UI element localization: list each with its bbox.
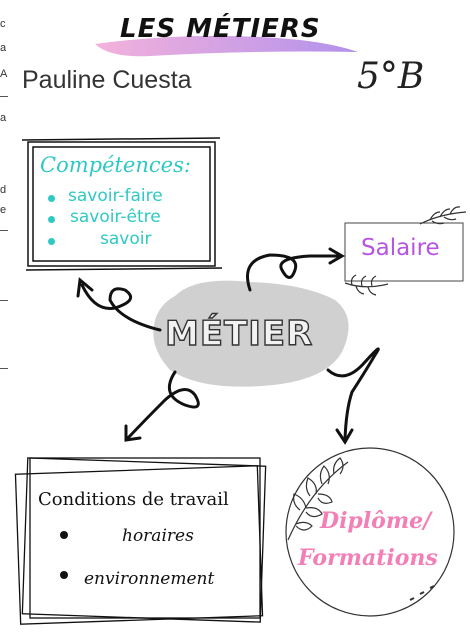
author-name: Pauline Cuesta [22, 66, 192, 94]
margin-rule [0, 96, 8, 97]
margin-rule [0, 368, 8, 369]
class-label: 5°B [357, 56, 425, 97]
skill-item: savoir-faire [68, 186, 163, 206]
margin-fragment: c [0, 18, 6, 30]
diploma-label-line1: Diplôme/ [320, 508, 432, 534]
bullet [60, 571, 68, 579]
diploma-label-line2: Formations [298, 545, 438, 571]
center-blob [153, 280, 349, 387]
skills-title: Compétences: [40, 153, 191, 177]
bullet [60, 531, 68, 539]
margin-rule [0, 230, 8, 231]
bullet [48, 216, 55, 223]
skill-item: savoir [100, 229, 152, 249]
margin-fragment: d [0, 184, 7, 196]
center-label: MÉTIER [164, 313, 314, 354]
laurel-branch-icon [344, 206, 467, 296]
margin-fragment: a [0, 112, 7, 124]
arrows [76, 247, 380, 445]
margin-fragment: a [0, 42, 7, 54]
margin-rule [0, 300, 8, 301]
skills-frame [21, 137, 223, 271]
margin-fragment: e [0, 204, 7, 216]
page-title: LES MÉTIERS [120, 14, 321, 44]
conditions-frame [14, 457, 267, 625]
bullet [48, 238, 55, 245]
condition-item: horaires [122, 526, 194, 546]
margin-fragment: A [0, 68, 8, 80]
diploma-frame [285, 447, 455, 617]
bullet [48, 195, 55, 202]
title-highlight [95, 35, 358, 57]
conditions-title: Conditions de travail [38, 489, 229, 510]
left-margin-strip: c a A a d e [0, 0, 10, 641]
condition-item: environnement [84, 569, 215, 589]
skill-item: savoir-être [70, 207, 161, 227]
salary-label: Salaire [361, 235, 440, 261]
salary-frame [344, 222, 464, 282]
